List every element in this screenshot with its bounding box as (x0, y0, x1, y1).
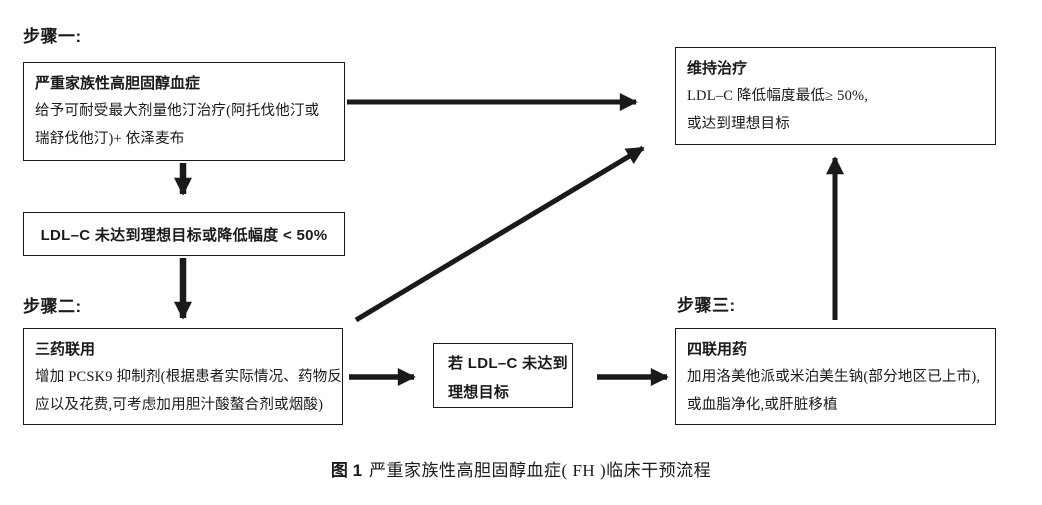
box-maintain-title: 维持治疗 (687, 60, 748, 77)
box-if-ldl-not-reached: 若 LDL–C 未达到 理想目标 (433, 343, 573, 408)
box-initial-line1: 给予可耐受最大剂量他汀治疗(阿托伐他汀或 (35, 103, 320, 119)
box-initial-title: 严重家族性高胆固醇血症 (35, 75, 201, 92)
box-triple-line1: 增加 PCSK9 抑制剂(根据患者实际情况、药物反 (35, 369, 343, 385)
box-quadruple-line2: 或血脂净化,或肝脏移植 (687, 396, 838, 413)
box-maintain-line2: 或达到理想目标 (687, 115, 790, 132)
step2-label: 步骤二: (23, 297, 82, 316)
step3-label: 步骤三: (677, 296, 736, 315)
arrow-triple-to-maintenance-diagonal (354, 145, 645, 323)
box-quadruple-line1: 加用洛美他派或米泊美生钠(部分地区已上市), (687, 369, 981, 385)
box-quadruple-therapy: 四联用药 加用洛美他派或米泊美生钠(部分地区已上市), 或血脂净化,或肝脏移植 (675, 328, 996, 425)
box-maintenance-therapy: 维持治疗 LDL–C 降低幅度最低≥ 50%, 或达到理想目标 (675, 47, 996, 145)
box-initial-line2: 瑞舒伐他汀)+ 依泽麦布 (35, 130, 185, 147)
step1-label: 步骤一: (23, 27, 82, 46)
box-triple-title: 三药联用 (35, 341, 96, 358)
box-triple-line2: 应以及花费,可考虑加用胆汁酸螯合剂或烟酸) (35, 396, 324, 413)
box-if-not-line1: 若 LDL–C 未达到 (448, 355, 568, 372)
box-triple-therapy: 三药联用 增加 PCSK9 抑制剂(根据患者实际情况、药物反 应以及花费,可考虑… (23, 328, 343, 425)
box-maintain-line1: LDL–C 降低幅度最低≥ 50%, (687, 88, 869, 104)
box-ldl-check-text: LDL–C 未达到理想目标或降低幅度 < 50% (40, 226, 328, 244)
box-quadruple-title: 四联用药 (687, 341, 748, 358)
figure-caption-text: 严重家族性高胆固醇血症( FH )临床干预流程 (369, 461, 712, 480)
figure-caption-number: 图 1 (330, 461, 363, 480)
box-if-not-line2: 理想目标 (448, 384, 510, 401)
box-ldl-not-reached-50pct: LDL–C 未达到理想目标或降低幅度 < 50% (23, 212, 345, 256)
box-initial-statin-treatment: 严重家族性高胆固醇血症 给予可耐受最大剂量他汀治疗(阿托伐他汀或 瑞舒伐他汀)+… (23, 62, 345, 161)
figure-caption: 图 1 严重家族性高胆固醇血症( FH )临床干预流程 (0, 456, 1042, 481)
